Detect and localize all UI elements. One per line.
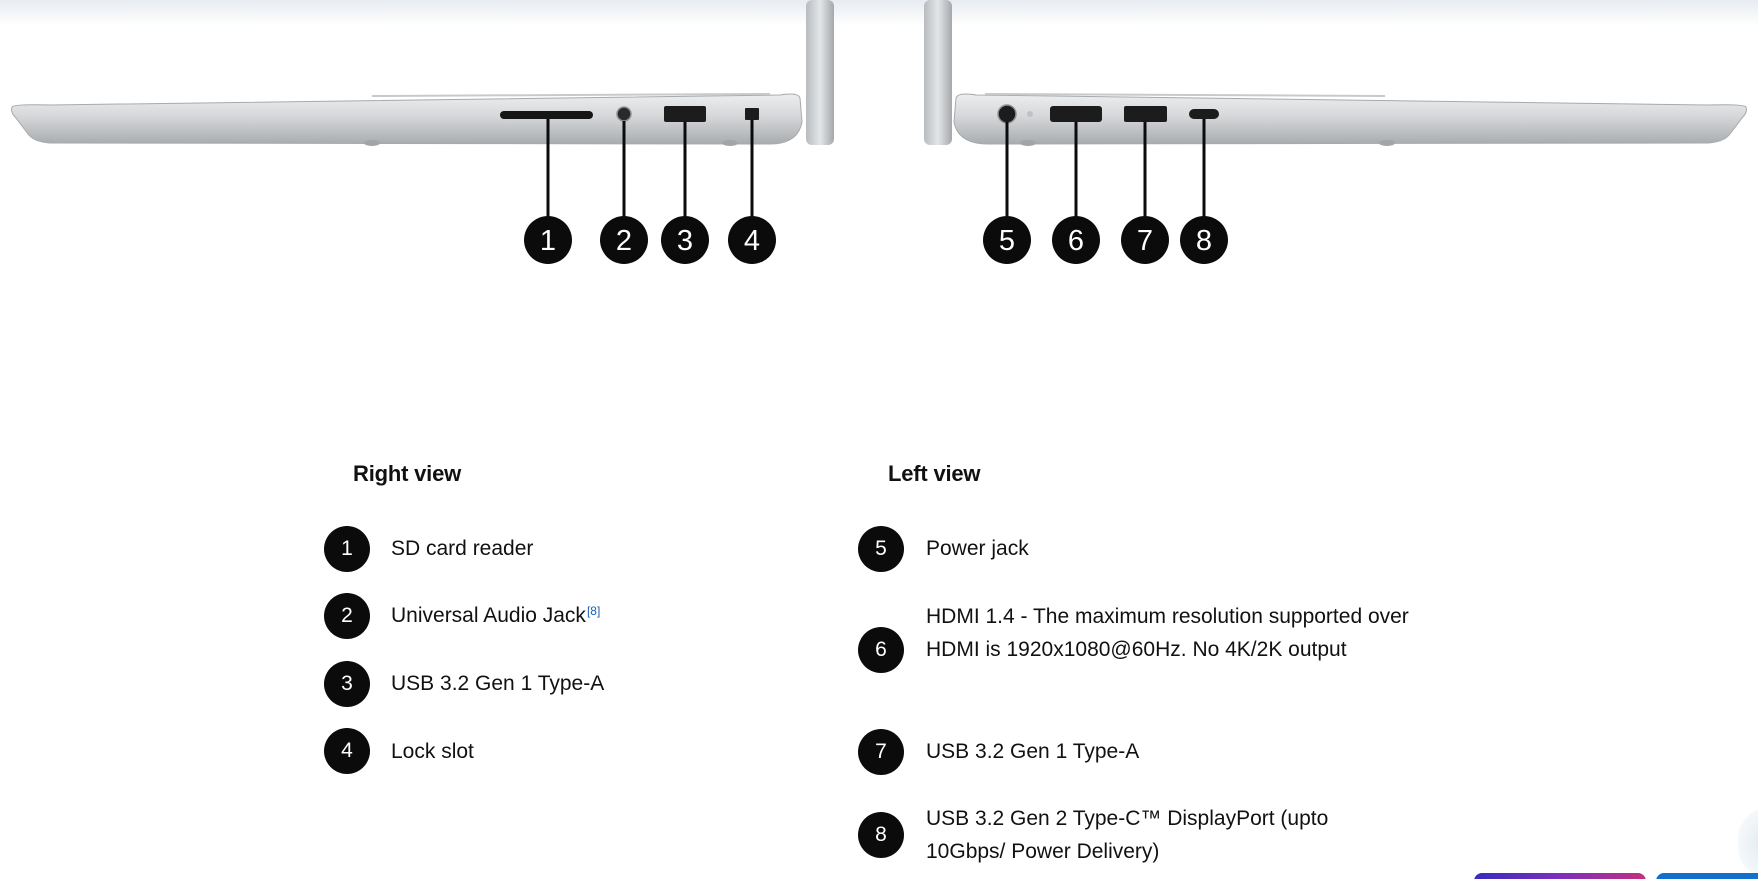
lock-slot-port — [745, 108, 759, 120]
right-side-laptop-view: 1 2 3 4 — [11, 0, 834, 264]
laptop-ports-illustration: 1 2 3 4 5 6 7 8 — [11, 0, 1747, 264]
footnote-link[interactable]: [8] — [586, 604, 601, 618]
callout-badge-7: 7 — [1121, 216, 1169, 264]
port-label-text: SD card reader — [391, 537, 534, 560]
number-badge: 8 — [858, 812, 904, 858]
callout-badge-3: 3 — [661, 216, 709, 264]
usb-a-port — [1124, 106, 1167, 122]
port-label-text: HDMI 1.4 - The maximum resolution suppor… — [926, 605, 1409, 661]
svg-text:6: 6 — [1068, 225, 1084, 257]
top-fade — [0, 0, 1758, 26]
number-badge: 4 — [324, 728, 370, 774]
port-label-text: USB 3.2 Gen 2 Type-C™ DisplayPort (upto … — [926, 807, 1329, 863]
callout-badge-6: 6 — [1052, 216, 1100, 264]
port-label-text: Lock slot — [391, 740, 474, 763]
port-label: USB 3.2 Gen 1 Type-A — [391, 667, 811, 700]
power-led — [1027, 111, 1033, 117]
audio-jack-port — [616, 106, 632, 122]
floating-widget-edge — [1738, 808, 1758, 878]
port-label: SD card reader — [391, 532, 811, 565]
port-label: Universal Audio Jack[8] — [391, 599, 811, 632]
power-jack-port — [997, 104, 1017, 124]
keyboard-edge — [371, 93, 771, 97]
svg-text:8: 8 — [1196, 225, 1212, 257]
usb-c-port — [1189, 109, 1219, 119]
port-label-text: USB 3.2 Gen 1 Type-A — [926, 740, 1140, 763]
port-label: Power jack — [926, 532, 1416, 565]
laptop-lid — [924, 0, 952, 145]
callout-badge-1: 1 — [524, 216, 572, 264]
rubber-foot — [1379, 140, 1395, 146]
callout-badge-5: 5 — [983, 216, 1031, 264]
port-label-text: USB 3.2 Gen 1 Type-A — [391, 672, 605, 695]
sd-card-slot — [500, 111, 593, 119]
keyboard-edge — [984, 93, 1386, 97]
svg-text:3: 3 — [677, 225, 693, 257]
port-label: USB 3.2 Gen 2 Type-C™ DisplayPort (upto … — [926, 802, 1366, 868]
port-label: USB 3.2 Gen 1 Type-A — [926, 735, 1416, 768]
svg-text:1: 1 — [540, 225, 556, 257]
rubber-foot — [364, 140, 380, 146]
rubber-foot — [1020, 140, 1036, 146]
left-side-laptop-view: 5 6 7 8 — [924, 0, 1747, 264]
right-view-title: Right view — [353, 461, 462, 486]
port-label: Lock slot — [391, 735, 811, 768]
feedback-button[interactable] — [1656, 873, 1758, 879]
svg-text:2: 2 — [616, 225, 632, 257]
chat-button[interactable] — [1474, 873, 1646, 879]
number-badge: 7 — [858, 729, 904, 775]
port-label-text: Universal Audio Jack — [391, 604, 586, 627]
left-view-title: Left view — [888, 461, 981, 486]
usb-a-port — [664, 106, 706, 122]
svg-text:7: 7 — [1137, 225, 1153, 257]
port-label: HDMI 1.4 - The maximum resolution suppor… — [926, 600, 1416, 666]
rubber-foot — [722, 140, 738, 146]
number-badge: 2 — [324, 593, 370, 639]
number-badge: 6 — [858, 627, 904, 673]
svg-text:4: 4 — [744, 225, 760, 257]
number-badge: 3 — [324, 661, 370, 707]
hdmi-port — [1050, 106, 1102, 122]
port-label-text: Power jack — [926, 537, 1029, 560]
callout-badge-8: 8 — [1180, 216, 1228, 264]
number-badge: 1 — [324, 526, 370, 572]
laptop-lid — [806, 0, 834, 145]
callout-badge-4: 4 — [728, 216, 776, 264]
laptop-chassis — [11, 93, 803, 145]
svg-text:5: 5 — [999, 225, 1015, 257]
callout-badge-2: 2 — [600, 216, 648, 264]
number-badge: 5 — [858, 526, 904, 572]
